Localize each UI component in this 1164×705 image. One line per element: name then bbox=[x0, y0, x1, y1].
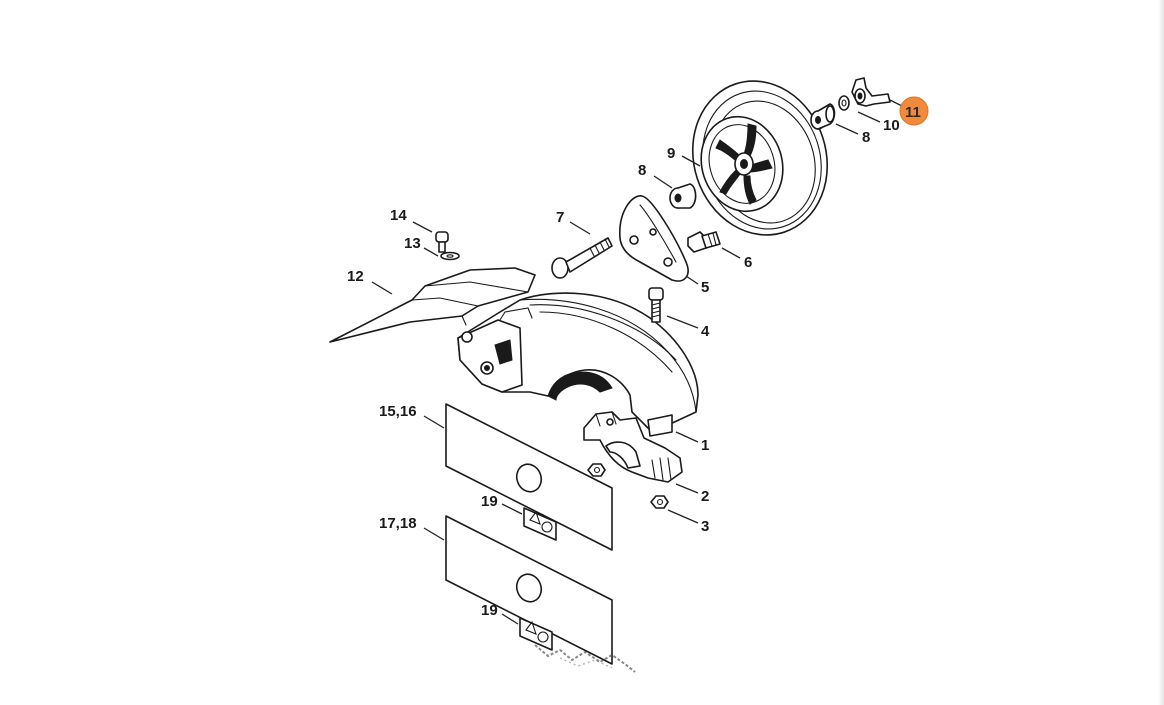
label-part-15-16[interactable]: 15,16 bbox=[379, 403, 417, 420]
part-3-nut[interactable] bbox=[587, 463, 669, 509]
label-part-6[interactable]: 6 bbox=[744, 254, 752, 271]
part-12-deflector-plate[interactable] bbox=[329, 267, 536, 343]
label-part-8-lower[interactable]: 8 bbox=[638, 162, 646, 179]
callout-lines bbox=[371, 99, 903, 625]
label-part-11[interactable]: 11 bbox=[905, 104, 921, 121]
label-part-19-upper[interactable]: 19 bbox=[481, 493, 498, 510]
part-13-screw[interactable] bbox=[435, 231, 449, 253]
part-2-clamp[interactable] bbox=[583, 411, 683, 483]
part-10-washer[interactable] bbox=[838, 95, 850, 111]
part-17-18-label-plate[interactable] bbox=[445, 515, 613, 665]
label-part-9[interactable]: 9 bbox=[667, 145, 675, 162]
label-part-8-upper[interactable]: 8 bbox=[862, 129, 870, 146]
label-part-17-18[interactable]: 17,18 bbox=[379, 515, 417, 532]
highlight-ring-part-11[interactable] bbox=[899, 96, 929, 126]
label-part-5[interactable]: 5 bbox=[701, 279, 709, 296]
label-part-10[interactable]: 10 bbox=[883, 117, 900, 134]
part-14-washer[interactable] bbox=[440, 251, 460, 261]
part-19-warning-decal-upper[interactable] bbox=[523, 507, 557, 541]
part-labels: 1 2 3 4 5 6 7 8 9 8 10 11 12 13 14 15,16… bbox=[347, 104, 921, 619]
part-5-mounting-plate[interactable] bbox=[619, 195, 689, 282]
part-4-screw[interactable] bbox=[648, 287, 664, 323]
part-1-guard-housing[interactable] bbox=[457, 292, 699, 437]
part-9-wheel[interactable] bbox=[673, 63, 847, 252]
label-part-19-lower[interactable]: 19 bbox=[481, 602, 498, 619]
part-7-carriage-bolt[interactable] bbox=[551, 237, 613, 279]
label-part-7[interactable]: 7 bbox=[556, 209, 564, 226]
label-part-12[interactable]: 12 bbox=[347, 268, 364, 285]
part-8-spacer-bushing-upper[interactable] bbox=[810, 103, 836, 130]
label-part-1[interactable]: 1 bbox=[701, 437, 709, 454]
part-19-warning-decal-lower[interactable] bbox=[519, 617, 553, 651]
page-edge-shadow bbox=[1158, 0, 1164, 705]
part-15-16-label-plate[interactable] bbox=[445, 403, 613, 551]
label-part-3[interactable]: 3 bbox=[701, 518, 709, 535]
scan-smudge bbox=[534, 644, 636, 673]
label-part-2[interactable]: 2 bbox=[701, 488, 709, 505]
label-part-4[interactable]: 4 bbox=[701, 323, 710, 340]
part-11-wing-nut[interactable] bbox=[851, 77, 891, 107]
part-8-spacer-bushing-lower[interactable] bbox=[669, 183, 697, 209]
label-part-13[interactable]: 13 bbox=[404, 235, 421, 252]
label-part-14[interactable]: 14 bbox=[390, 207, 407, 224]
part-6-bolt[interactable] bbox=[687, 231, 721, 253]
